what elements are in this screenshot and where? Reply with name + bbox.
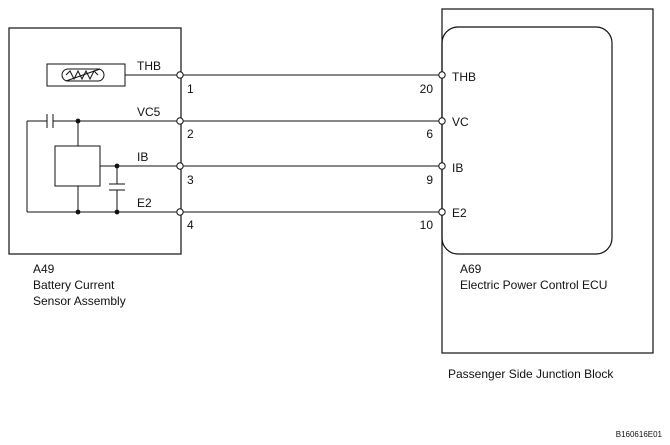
junction-block-box: [441, 8, 654, 354]
left-pin-3: 3: [187, 173, 194, 187]
right-pin-9: 9: [426, 173, 433, 187]
thermistor-zigzag: [65, 69, 99, 81]
right-pin-10: 10: [420, 218, 434, 232]
left-component-name-2: Sensor Assembly: [33, 294, 126, 308]
left-signal-e2: E2: [137, 196, 152, 210]
terminal-left-2: [176, 117, 184, 125]
junction-block-label: Passenger Side Junction Block: [448, 367, 614, 381]
right-pin-20: 20: [420, 82, 434, 96]
left-pin-4: 4: [187, 218, 194, 232]
junction-dot: [114, 163, 120, 169]
junction-dot: [75, 118, 81, 124]
left-signal-vc5: VC5: [137, 105, 161, 119]
junction-dot: [75, 209, 81, 215]
left-signal-thb: THB: [137, 59, 161, 73]
terminal-right-6: [438, 117, 446, 125]
right-component-name: Electric Power Control ECU: [460, 278, 607, 292]
terminal-left-3: [176, 162, 184, 170]
terminal-right-20: [438, 71, 446, 79]
thermistor-housing: [46, 63, 126, 87]
ecu-box: [441, 26, 613, 255]
right-signal-ib: IB: [452, 161, 463, 175]
left-pin-2: 2: [187, 127, 194, 141]
left-component-code: A49: [33, 262, 55, 276]
figure-code: B160616E01: [616, 430, 663, 439]
right-component-code: A69: [460, 262, 482, 276]
right-signal-vc: VC: [452, 115, 469, 129]
terminal-right-9: [438, 162, 446, 170]
right-signal-e2: E2: [452, 206, 467, 220]
terminal-left-1: [176, 71, 184, 79]
left-component-name-1: Battery Current: [33, 278, 115, 292]
terminal-left-4: [176, 208, 184, 216]
junction-dot: [114, 209, 120, 215]
battery-current-sensor-box: [8, 27, 182, 255]
left-signal-ib: IB: [137, 150, 148, 164]
thermistor-body: [61, 68, 105, 82]
thermistor-arrow: [65, 68, 101, 82]
right-signal-thb: THB: [452, 70, 476, 84]
right-pin-6: 6: [426, 127, 433, 141]
sensor-element-box: [54, 145, 101, 187]
left-pin-1: 1: [187, 82, 194, 96]
terminal-right-10: [438, 208, 446, 216]
